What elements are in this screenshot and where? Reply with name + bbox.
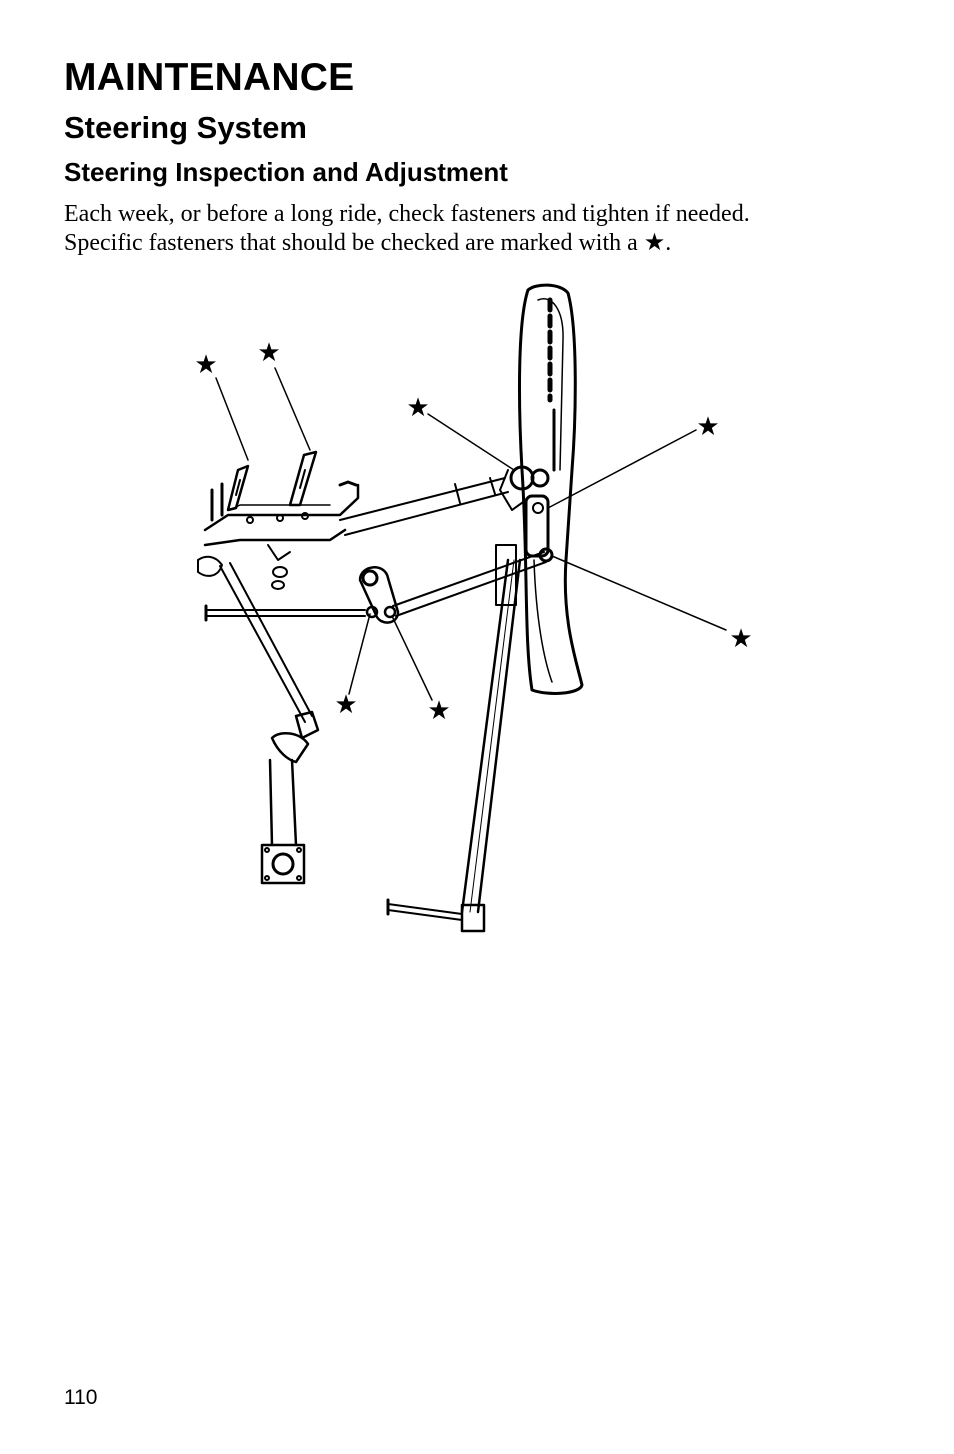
fastener-star-icon: ★ (406, 393, 429, 423)
fastener-star-icon: ★ (194, 350, 217, 380)
instructions-line-1: Each week, or before a long ride, check … (64, 201, 750, 227)
front-bulkhead (197, 480, 360, 590)
steering-posts (226, 450, 318, 512)
steering-assembly-diagram: ★ ★ ★ ★ ★ ★ ★ (194, 283, 753, 933)
steering-arm (358, 566, 400, 624)
lower-tie-rod (204, 604, 366, 622)
fastener-star-icon: ★ (257, 338, 280, 368)
section-title: Steering System (64, 110, 307, 145)
callout-leaders (215, 367, 727, 701)
fastener-star-icon: ★ (334, 690, 357, 720)
steering-column (219, 562, 320, 885)
ski-illustration (518, 283, 584, 695)
upper-tie-rod (339, 477, 509, 536)
instructions-line-2: Specific fasteners that should be checke… (64, 230, 672, 256)
page-number: 110 (64, 1386, 98, 1409)
instructions-paragraph: Each week, or before a long ride, check … (64, 200, 894, 258)
spindle-assembly (495, 465, 554, 606)
fastener-star-icon: ★ (696, 412, 719, 442)
radius-rod (386, 558, 522, 933)
fastener-star-icon: ★ (427, 696, 450, 726)
subsection-title: Steering Inspection and Adjustment (64, 157, 508, 187)
fastener-star-icon: ★ (729, 624, 752, 654)
chapter-title: MAINTENANCE (64, 56, 355, 99)
drag-link (392, 551, 547, 617)
